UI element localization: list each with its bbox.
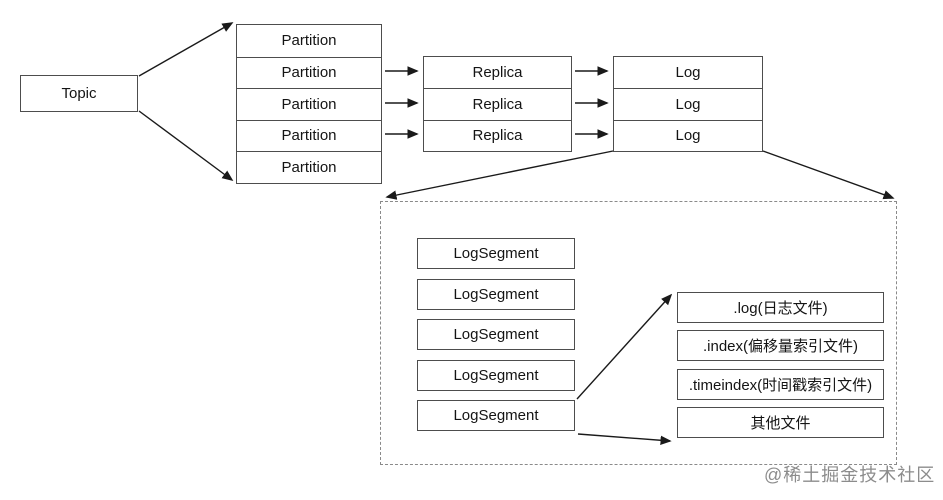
- partition-row: Partition: [281, 32, 337, 50]
- log-segment-box: LogSegment: [417, 400, 575, 431]
- arrow-topic-to-partitions-bottom: [138, 110, 234, 182]
- partition-stack: Partition Partition Partition Partition …: [236, 24, 382, 184]
- partition-row: Partition: [237, 119, 381, 152]
- arrow-log-to-detail-left: [385, 150, 614, 200]
- arrow-log-to-detail-right: [762, 150, 895, 200]
- replica-stack: Replica Replica Replica: [423, 55, 572, 152]
- partition-row: Partition: [237, 56, 381, 89]
- log-detail-dashed-region: [380, 201, 897, 465]
- partition-row: Partition: [237, 88, 381, 120]
- replica-row: Replica: [472, 63, 523, 81]
- log-segment-box: LogSegment: [417, 360, 575, 391]
- log-stack: Log Log Log: [613, 55, 763, 152]
- arrow-topic-to-partitions-top: [138, 22, 234, 77]
- replica-row: Replica: [424, 88, 571, 120]
- watermark-text: @稀土掘金技术社区: [764, 465, 936, 485]
- timeindex-file-box: .timeindex(时间戳索引文件): [677, 369, 884, 400]
- log-file-box: .log(日志文件): [677, 292, 884, 323]
- topic-label: Topic: [61, 85, 97, 102]
- log-row: Log: [614, 119, 762, 152]
- log-segment-box: LogSegment: [417, 319, 575, 350]
- log-row: Log: [675, 63, 701, 81]
- index-file-box: .index(偏移量索引文件): [677, 330, 884, 361]
- replica-row: Replica: [424, 119, 571, 152]
- topic-box: Topic: [20, 75, 138, 112]
- log-segment-box: LogSegment: [417, 279, 575, 310]
- log-segment-box: LogSegment: [417, 238, 575, 269]
- other-files-box: 其他文件: [677, 407, 884, 438]
- partition-row: Partition: [237, 151, 381, 183]
- log-row: Log: [614, 88, 762, 120]
